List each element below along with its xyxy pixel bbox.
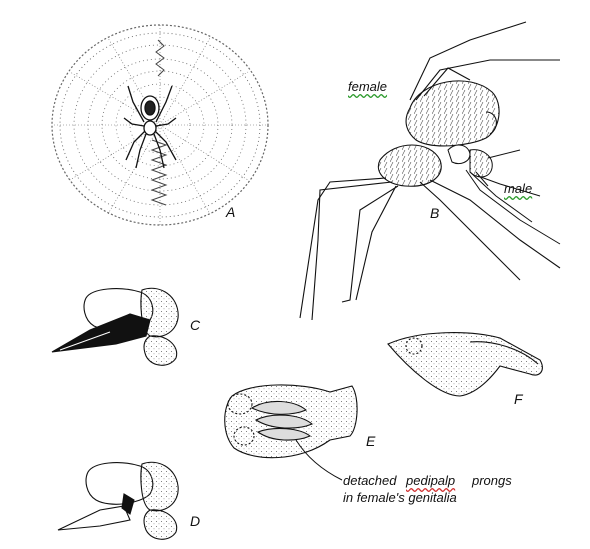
panel-b-male-spider [447,144,561,245]
panel-label-f: F [514,391,523,407]
annotation-pointers [295,171,489,481]
panel-e-genitalia [224,384,358,459]
annotation-word-detached: detached [343,473,397,488]
panel-f-embolus [387,332,543,397]
panel-a-spider [123,85,177,169]
label-female: female [348,79,388,94]
panel-a-web [51,24,269,226]
annotation-word-prongs: prongs [472,473,512,488]
panel-label-b: B [430,205,440,221]
panel-d-palp [57,461,179,540]
panel-label-e: E [366,433,376,449]
panel-label-a: A [226,204,236,220]
panel-label-d: D [190,513,201,529]
panel-label-c: C [190,317,201,333]
label-male: male [504,181,533,196]
panel-b-female-spider [299,21,561,321]
annotation-line-2: in female's genitalia [343,490,457,505]
annotation-word-pedipalp: pedipalp [406,473,456,488]
panel-c-palp [51,287,179,366]
